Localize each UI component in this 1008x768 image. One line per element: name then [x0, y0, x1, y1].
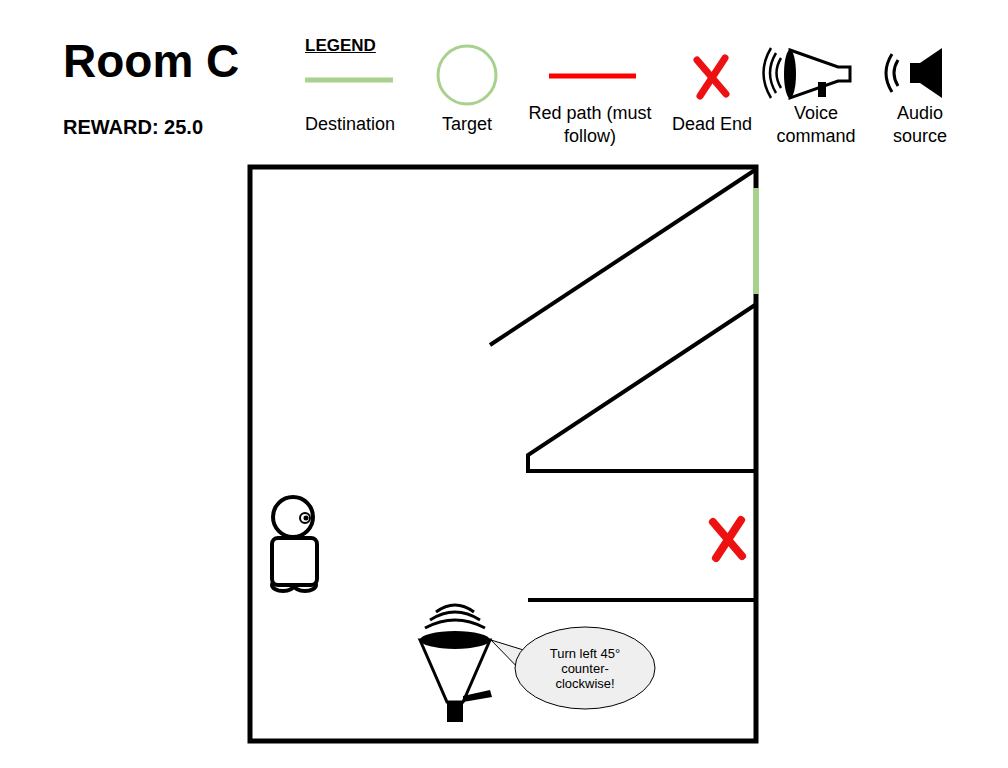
- legend-text: Audio source: [879, 102, 961, 148]
- legend-heading: LEGEND: [305, 36, 376, 56]
- legend-text: Red path (must follow): [528, 102, 652, 148]
- wall: [490, 170, 755, 345]
- speech-bubble: Turn left 45° counter-clockwise!: [514, 626, 656, 710]
- dead-end-sample: [697, 58, 726, 96]
- legend-text: Destination: [295, 113, 405, 136]
- bubble-ellipse: [515, 627, 655, 709]
- voice-speaker: [420, 605, 492, 722]
- room-wall: [250, 167, 756, 741]
- audio-source-icon: [886, 48, 942, 98]
- reward-label: REWARD: 25.0: [63, 116, 203, 139]
- voice-command-text: Turn left 45° counter-clockwise!: [538, 646, 632, 691]
- destination-line: [753, 188, 759, 294]
- agent-figure: [272, 497, 317, 591]
- legend-text: Voice command: [770, 102, 862, 148]
- destination-sample: [305, 78, 393, 83]
- red-path-sample: [549, 74, 636, 79]
- wall: [528, 598, 755, 602]
- legend-text: Dead End: [667, 113, 757, 136]
- legend-text: Target: [422, 113, 512, 136]
- wall: [528, 305, 755, 471]
- room-title: Room C: [63, 34, 239, 88]
- voice-command-icon: [764, 48, 851, 98]
- target-sample: [438, 46, 496, 104]
- dead-end-mark: [713, 520, 742, 558]
